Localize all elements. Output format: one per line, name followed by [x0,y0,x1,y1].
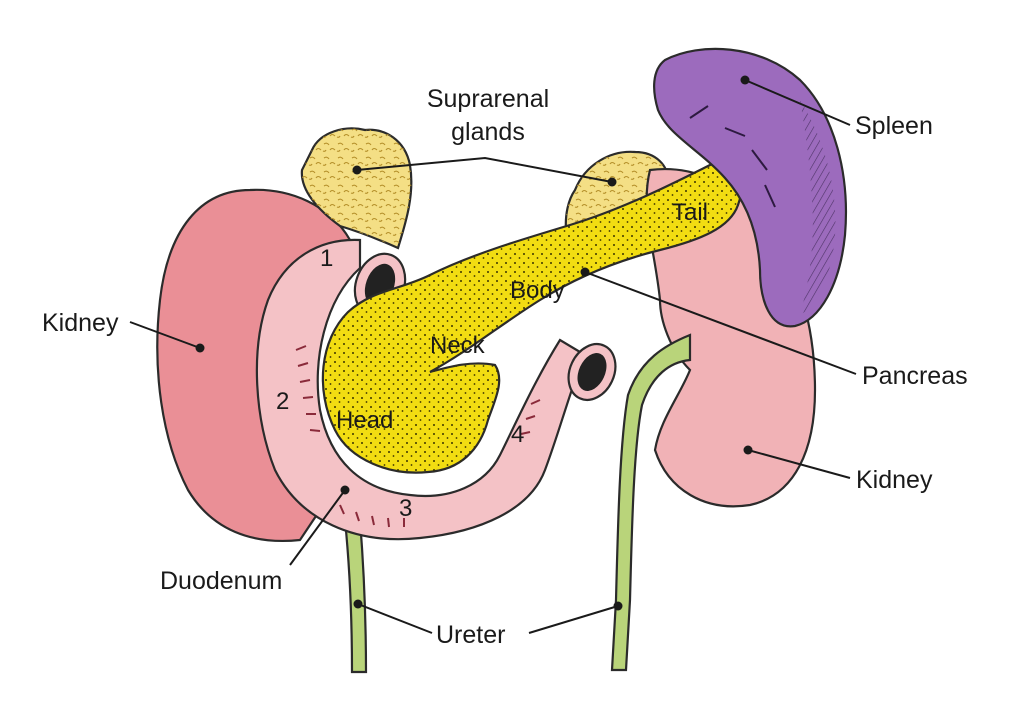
suprarenal-label-line2: glands [451,118,525,146]
right-ureter [610,333,692,672]
pancreas-neck-label: Neck [430,332,486,359]
spleen-label: Spleen [855,112,933,140]
duodenum-part-3: 3 [399,495,412,522]
pancreas-tail-label: Tail [672,199,708,226]
ureter-label: Ureter [436,621,505,649]
pancreas-body-label: Body [510,277,565,304]
duodenum [255,238,587,541]
pancreas-head-label: Head [336,407,393,434]
duodenum-folds [295,345,541,528]
left-suprarenal-texture [301,128,412,248]
duodenum-part-2: 2 [276,388,289,415]
duodenum-part-1: 1 [320,245,333,272]
duodenum-lumen-distal [577,353,607,391]
suprarenal-label-line1: Suprarenal [427,85,549,113]
left-kidney-label: Kidney [42,309,119,337]
duodenum-part-4: 4 [511,421,524,448]
spleen [653,47,848,328]
pancreas-label: Pancreas [862,362,968,390]
spleen-hatching [800,100,836,315]
duodenum-label: Duodenum [160,567,282,595]
right-kidney-label: Kidney [856,466,933,494]
spleen-vessels [689,105,776,208]
left-ureter [343,518,368,674]
pancreas-texture [322,159,743,473]
leader-lines [129,75,857,634]
